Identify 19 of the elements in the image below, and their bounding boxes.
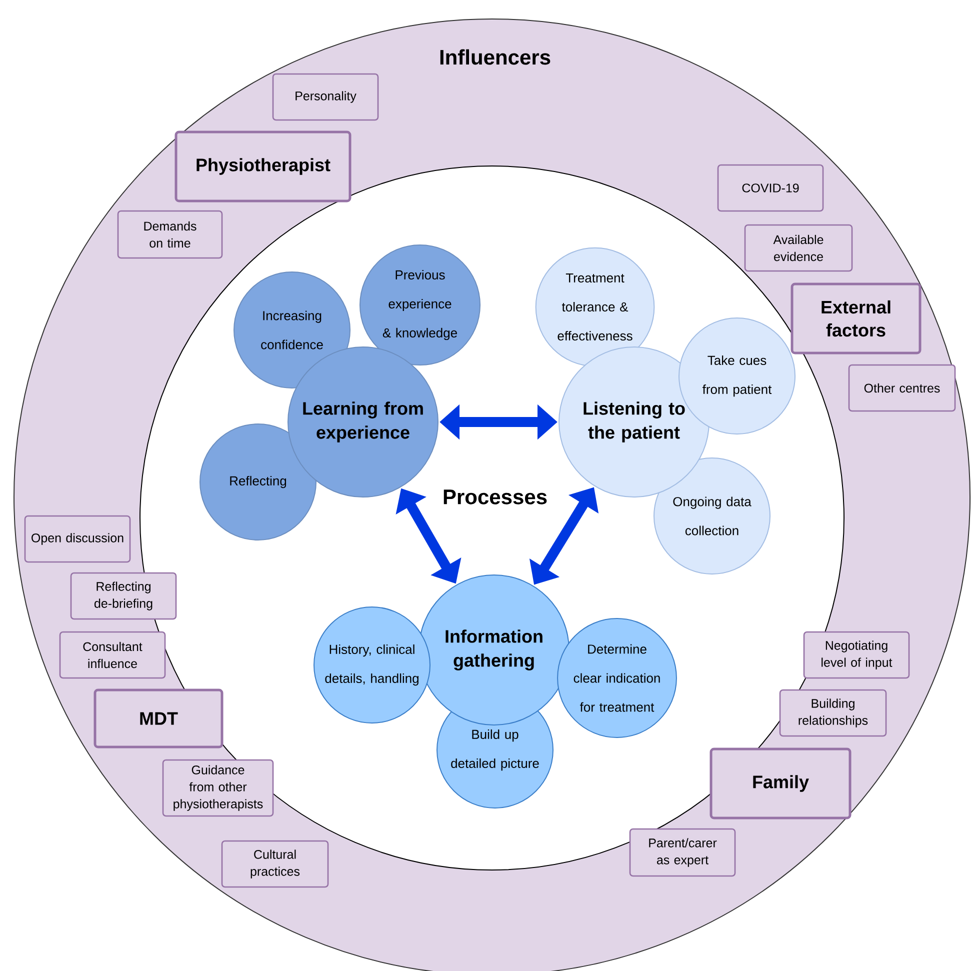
- factor-box: Available evidence: [744, 224, 853, 272]
- factor-box: Guidance from other physiotherapists: [162, 759, 274, 817]
- factor-box: Negotiating level of input: [803, 631, 910, 679]
- category-box: Family: [710, 748, 852, 820]
- factor-box: Consultant influence: [59, 631, 166, 679]
- category-box: MDT: [94, 688, 224, 748]
- factor-box: Personality: [272, 73, 379, 121]
- circle-heading: Influencers: [440, 49, 550, 65]
- category-box: External factors: [790, 282, 922, 354]
- factor-box: COVID-19: [717, 164, 824, 212]
- factor-box: Other centres: [848, 364, 956, 412]
- category-box: Physiotherapist: [174, 130, 352, 202]
- factor-box: Reflecting de-briefing: [70, 572, 177, 620]
- factor-box: Building relationships: [779, 689, 887, 737]
- factor-box: Cultural practices: [221, 840, 329, 888]
- factor-box: Parent/carer as expert: [629, 828, 736, 877]
- factor-box: Demands on time: [117, 210, 223, 259]
- factor-box: Open discussion: [24, 515, 131, 563]
- circle-heading: Processes: [444, 490, 547, 504]
